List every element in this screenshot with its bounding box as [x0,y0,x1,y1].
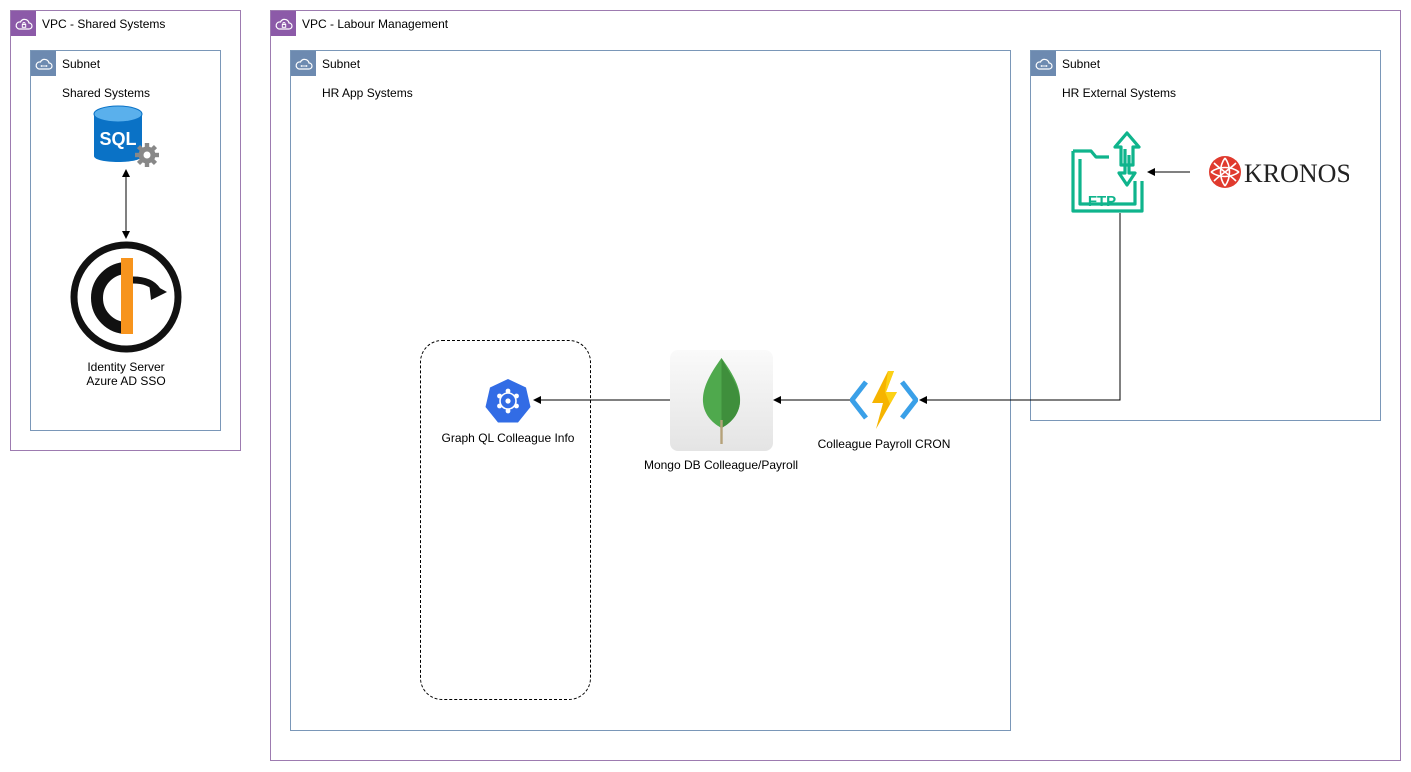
subnet-hr-external-systems: Subnet [1030,50,1381,421]
graphql-icon[interactable] [484,378,532,424]
kronos-logo[interactable]: KRONOS [1207,154,1349,190]
ftp-icon[interactable]: FTP [1069,131,1145,213]
mongodb-label: Mongo DB Colleague/Payroll [643,458,799,472]
vpc-title: VPC - Labour Management [302,17,449,31]
cloud-lock-icon [11,11,36,36]
sql-label: SQL [99,129,136,149]
cron-label: Colleague Payroll CRON [817,437,951,451]
identity-label-line1: Identity Server [87,360,165,374]
identity-label-line2: Azure AD SSO [86,374,166,388]
subnet-title: Subnet [322,57,361,71]
subnet-label-shared-systems: Shared Systems [62,86,151,100]
subnet-cloud-icon [1031,51,1056,76]
vpc-labour-management: VPC - Labour Management [270,10,1401,761]
subnet-cloud-icon [291,51,316,76]
sql-database-icon[interactable]: SQL [92,104,162,170]
subnet-cloud-icon [31,51,56,76]
mongodb-icon[interactable] [670,350,773,451]
graphql-label: Graph QL Colleague Info [441,431,575,445]
cloud-lock-icon [271,11,296,36]
subnet-label-hr-external-systems: HR External Systems [1062,86,1177,100]
subnet-title: Subnet [62,57,101,71]
subnet-label-hr-app-systems: HR App Systems [322,86,413,100]
vpc-title: VPC - Shared Systems [42,17,166,31]
kronos-text: KRONOS [1244,159,1349,188]
identity-server-label: Identity Server Azure AD SSO [86,360,165,388]
subnet-shared-systems: Subnet [30,50,221,431]
vpc-shared-systems: VPC - Shared Systems [10,10,241,451]
ftp-text: FTP [1088,193,1116,210]
graphql-group [420,340,591,700]
identity-server-icon[interactable] [69,240,183,354]
azure-function-icon[interactable] [850,370,918,430]
subnet-title: Subnet [1062,57,1101,71]
